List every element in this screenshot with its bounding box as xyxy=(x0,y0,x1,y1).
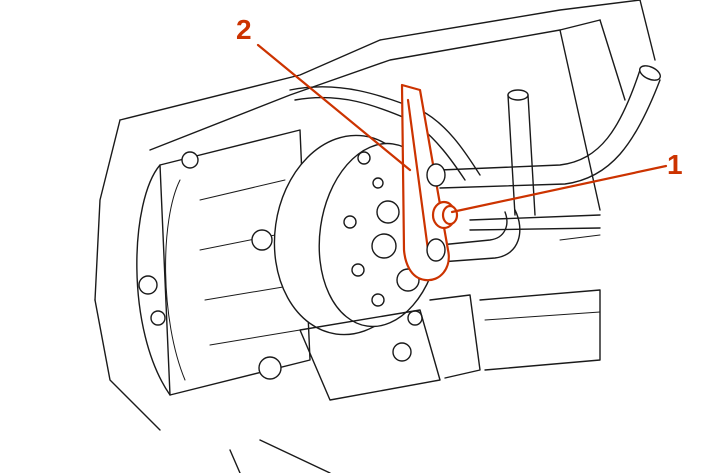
right-pipe xyxy=(439,65,661,189)
callout-label-1: 1 xyxy=(667,149,683,180)
manifold-bolt xyxy=(431,200,459,230)
lower-pipe xyxy=(439,209,601,263)
lower-housing xyxy=(299,234,601,401)
engine-block-outline xyxy=(94,0,656,473)
callout-2-leader xyxy=(256,43,412,172)
manifold-plate xyxy=(400,83,450,282)
callout-1-leader xyxy=(450,164,668,214)
callout-label-2: 2 xyxy=(236,14,252,45)
compressor-body xyxy=(136,129,412,396)
